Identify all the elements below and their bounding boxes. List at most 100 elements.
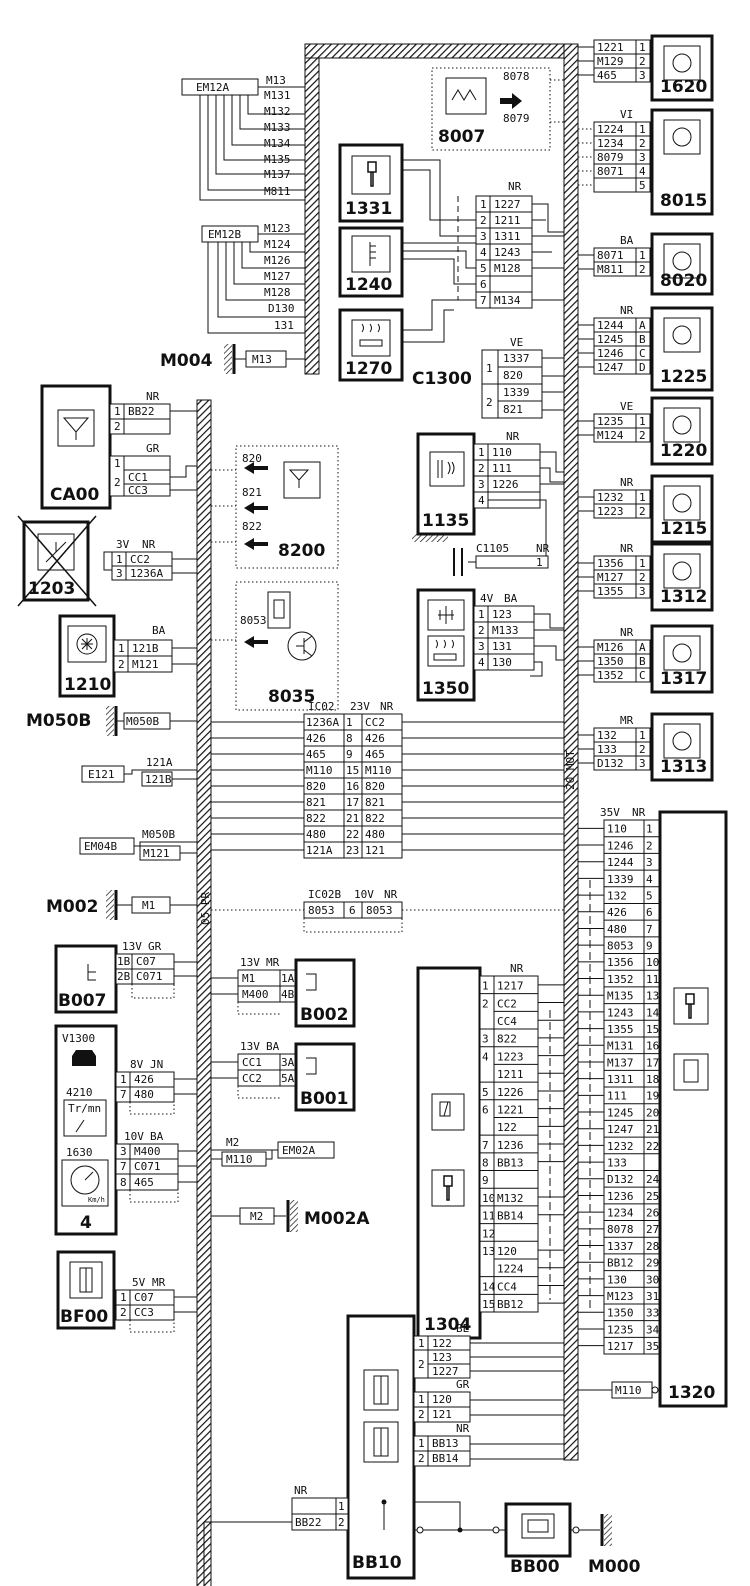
pin-number: 2 xyxy=(114,420,121,433)
pin-number: D xyxy=(639,361,646,374)
pin-number: 2 xyxy=(639,743,646,756)
pin-number: 19 xyxy=(646,1090,659,1103)
wire-label: 130 xyxy=(492,656,512,669)
wire-label: M126 xyxy=(597,641,624,654)
pin-number: 15 xyxy=(646,1023,659,1036)
pin-number: 13 xyxy=(482,1245,495,1258)
wire-label: M127 xyxy=(264,270,291,283)
wire-label: BB14 xyxy=(432,1452,459,1465)
wire-label: 1227 xyxy=(494,198,521,211)
wire-label: M123 xyxy=(607,1290,634,1303)
pin-number: 1 xyxy=(418,1337,425,1350)
wire-label: 820 xyxy=(503,369,523,382)
component-1240: 1240 xyxy=(338,226,404,298)
pin-number: 2 xyxy=(120,1306,127,1319)
pin-number: 2 xyxy=(118,658,125,671)
wire-label: 465 xyxy=(306,748,326,761)
component-id: 1312 xyxy=(660,587,707,607)
component-id: 1203 xyxy=(28,579,75,599)
pin-number: 3 xyxy=(482,1033,489,1046)
pin-number: 1 xyxy=(478,446,485,459)
pin-number: 1 xyxy=(639,415,646,428)
connector-c1105: C1105 NR 1 xyxy=(453,542,550,576)
wire-label: M123 xyxy=(264,222,291,235)
wire-label: 133 xyxy=(597,743,617,756)
pin-number: 2 xyxy=(639,571,646,584)
color-code: BA xyxy=(152,624,166,637)
pin-number: 1 xyxy=(639,249,646,262)
component-id: 1350 xyxy=(422,679,469,699)
wire-label: M129 xyxy=(597,55,624,68)
pin-number: 3 xyxy=(480,230,487,243)
color-code: NR xyxy=(536,542,550,555)
pin-number: 1 xyxy=(120,1291,127,1304)
pin-number: 1 xyxy=(486,362,493,375)
pin-number: 1 xyxy=(646,823,653,836)
wire-label: 131 xyxy=(492,640,512,653)
component-id: 8015 xyxy=(660,191,707,211)
wire-label: 820 xyxy=(242,452,262,465)
wire-label: 1211 xyxy=(494,214,521,227)
wire-label: 122 xyxy=(432,1337,452,1350)
color-code: NR xyxy=(620,476,634,489)
way-count: 10V xyxy=(354,888,374,901)
wire-label: 1350 xyxy=(597,655,624,668)
color-code: VE xyxy=(620,400,633,413)
wire-label: M131 xyxy=(264,89,291,102)
color-code: NR xyxy=(294,1484,308,1497)
wire-label: CC2 xyxy=(242,1072,262,1085)
wire-label: 1221 xyxy=(497,1103,524,1116)
ground-label: M000 xyxy=(588,1557,641,1577)
wire-label: 8071 xyxy=(597,165,624,178)
pin-number: 1B xyxy=(117,955,131,968)
wire-label: M2 xyxy=(250,1210,263,1223)
pin-number: C xyxy=(639,347,646,360)
pin-number: 2 xyxy=(338,1516,345,1529)
pin-number: 2 xyxy=(646,839,653,852)
wire-label: 426 xyxy=(607,906,627,919)
unit-label: Tr/mn xyxy=(68,1102,101,1115)
wire-label: 1244 xyxy=(597,319,624,332)
pin-number: 28 xyxy=(646,1240,659,1253)
wire-label: 822 xyxy=(365,812,385,825)
wire-label: 480 xyxy=(365,828,385,841)
wire-label: 1245 xyxy=(597,333,624,346)
wire-label: 8053 xyxy=(366,904,393,917)
pin-number: C xyxy=(639,669,646,682)
way-count: 13V xyxy=(240,1040,260,1053)
wire-label: BB12 xyxy=(497,1298,524,1311)
wire-label: CC1 xyxy=(128,471,148,484)
wire-label: 1221 xyxy=(597,41,624,54)
pin-number: 10 xyxy=(646,956,659,969)
color-code: MR xyxy=(266,956,280,969)
wire-label: 122 xyxy=(497,1121,517,1134)
pin-number: 7 xyxy=(480,294,487,307)
pin-number: 17 xyxy=(346,796,359,809)
pin-number: 1 xyxy=(639,491,646,504)
ground-m004: M004 M13 xyxy=(160,344,305,374)
wire-label: 8053 xyxy=(607,940,634,953)
component-id: 8035 xyxy=(268,687,315,707)
ground-m002: M002 M1 xyxy=(46,890,197,920)
wire-label: M135 xyxy=(607,990,634,1003)
wire-label: 426 xyxy=(306,732,326,745)
wire-label: 133 xyxy=(607,1156,627,1169)
pin-number: 21 xyxy=(646,1123,659,1136)
pin-number: 3 xyxy=(646,856,653,869)
wire-label: 130 xyxy=(607,1273,627,1286)
wire-label: 465 xyxy=(597,69,617,82)
component-1203-crossed: 1203 3V NR 1 3 CC2 1236A xyxy=(17,515,197,607)
pin-number: 10 xyxy=(482,1192,495,1205)
component-id: 1240 xyxy=(345,275,392,295)
component-id: 1270 xyxy=(345,359,392,379)
component-id: 1220 xyxy=(660,441,707,461)
pin-number: 2 xyxy=(639,55,646,68)
pin-number: 3 xyxy=(639,757,646,770)
color-code: BA xyxy=(150,1130,164,1143)
wire-label: 480 xyxy=(306,828,326,841)
wire-label: 120 xyxy=(497,1245,517,1258)
pin-number: 6 xyxy=(646,906,653,919)
